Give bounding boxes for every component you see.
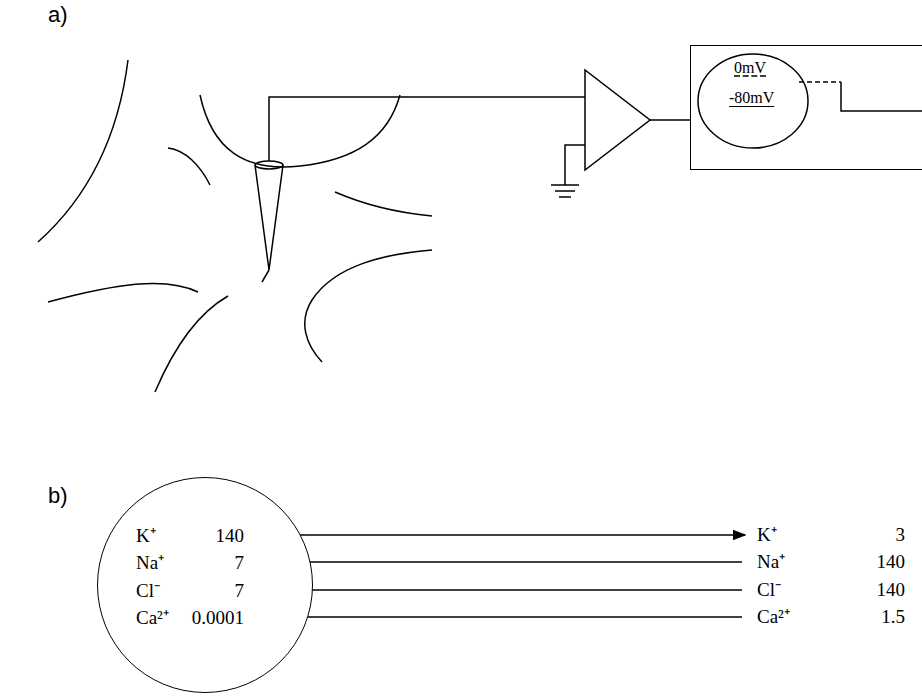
concentration: 3 — [896, 524, 906, 546]
cell-circle: K⁺140Na⁺7Cl⁻7Ca²⁺0.0001 — [97, 477, 313, 693]
ion-name: Na⁺ — [757, 551, 785, 573]
concentration: 7 — [235, 580, 245, 602]
oscilloscope-box: 0mV -80mV — [690, 45, 922, 170]
concentration: 1.5 — [881, 606, 905, 628]
panel-label: a) — [48, 2, 68, 27]
panel-label: b) — [48, 483, 68, 508]
amplifier-symbol — [585, 70, 650, 170]
ion-name: K⁺ — [136, 525, 156, 547]
ion-name: Na⁺ — [136, 552, 164, 574]
concentration: 140 — [877, 551, 906, 573]
ground-symbol — [551, 185, 579, 197]
zero-line — [799, 81, 841, 83]
ion-name: K⁺ — [757, 524, 777, 546]
neuron-outline — [38, 60, 432, 392]
ion-name: Ca²⁺ — [136, 607, 169, 629]
voltage-level: -80mV — [729, 89, 774, 107]
voltage-level: 0mV — [734, 59, 766, 77]
ion-name: Ca²⁺ — [757, 606, 790, 628]
ion-name: Cl⁻ — [757, 579, 781, 601]
oscilloscope-screen — [691, 46, 922, 171]
microelectrode — [255, 161, 283, 282]
voltage-trace — [841, 82, 922, 111]
concentration: 0.0001 — [192, 607, 244, 629]
concentration: 140 — [216, 525, 245, 547]
concentration: 7 — [235, 552, 245, 574]
screen-outline — [698, 54, 808, 148]
concentration: 140 — [877, 579, 906, 601]
ion-flux-arrows — [262, 535, 745, 617]
ion-name: Cl⁻ — [136, 580, 160, 602]
